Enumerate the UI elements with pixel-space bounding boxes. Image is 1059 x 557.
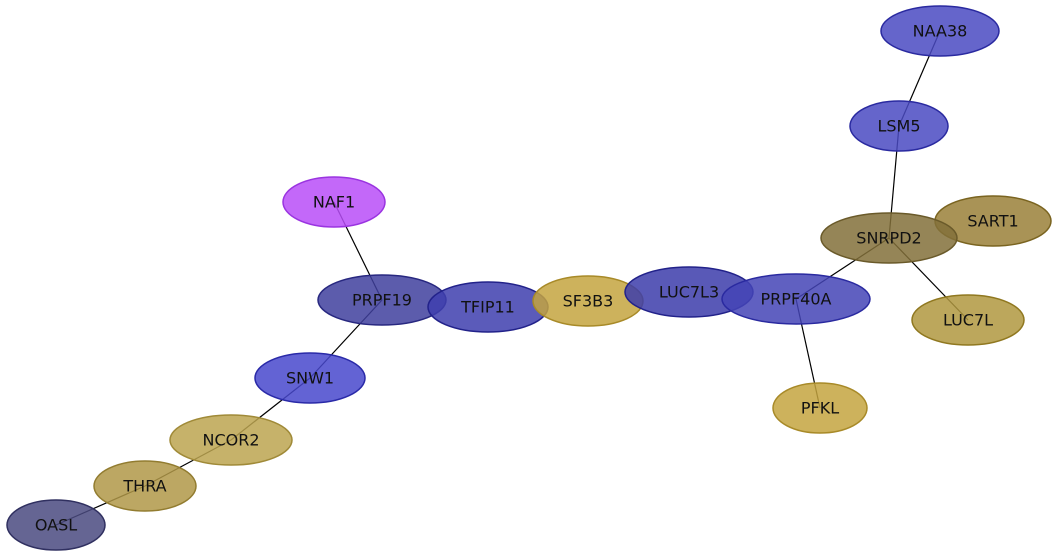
- node-ncor2[interactable]: NCOR2: [169, 414, 293, 466]
- node-ellipse: [169, 414, 293, 466]
- node-prpf19[interactable]: PRPF19: [317, 274, 447, 326]
- node-label: SNW1: [286, 369, 334, 388]
- node-label: NAA38: [913, 22, 968, 41]
- node-naa38[interactable]: NAA38: [880, 5, 1000, 57]
- node-ellipse: [820, 212, 958, 264]
- node-label: LUC7L: [943, 311, 993, 330]
- node-label: LUC7L3: [659, 283, 719, 302]
- node-sart1[interactable]: SART1: [934, 195, 1052, 247]
- node-sf3b3[interactable]: SF3B3: [532, 275, 644, 327]
- node-pfkl[interactable]: PFKL: [772, 382, 868, 434]
- node-label: NCOR2: [202, 431, 259, 450]
- node-snw1[interactable]: SNW1: [254, 352, 366, 404]
- node-label: SART1: [967, 212, 1018, 231]
- node-snrpd2[interactable]: SNRPD2: [820, 212, 958, 264]
- node-ellipse: [254, 352, 366, 404]
- node-tfip11[interactable]: TFIP11: [427, 281, 549, 333]
- node-luc7l3[interactable]: LUC7L3: [624, 266, 754, 318]
- node-ellipse: [880, 5, 1000, 57]
- node-ellipse: [6, 499, 106, 551]
- node-ellipse: [721, 273, 871, 325]
- node-label: PRPF40A: [761, 290, 832, 309]
- node-label: LSM5: [877, 117, 920, 136]
- node-label: SF3B3: [563, 292, 614, 311]
- node-ellipse: [849, 100, 949, 152]
- node-label: PFKL: [801, 399, 839, 418]
- node-label: OASL: [35, 516, 77, 535]
- node-label: THRA: [122, 477, 166, 496]
- node-ellipse: [282, 176, 386, 228]
- node-prpf40a[interactable]: PRPF40A: [721, 273, 871, 325]
- node-thra[interactable]: THRA: [93, 460, 197, 512]
- node-label: PRPF19: [352, 291, 412, 310]
- node-ellipse: [772, 382, 868, 434]
- node-lsm5[interactable]: LSM5: [849, 100, 949, 152]
- node-naf1[interactable]: NAF1: [282, 176, 386, 228]
- node-ellipse: [93, 460, 197, 512]
- node-label: NAF1: [313, 193, 355, 212]
- node-luc7l[interactable]: LUC7L: [911, 294, 1025, 346]
- node-oasl[interactable]: OASL: [6, 499, 106, 551]
- node-ellipse: [911, 294, 1025, 346]
- node-label: TFIP11: [460, 298, 515, 317]
- node-label: SNRPD2: [856, 229, 921, 248]
